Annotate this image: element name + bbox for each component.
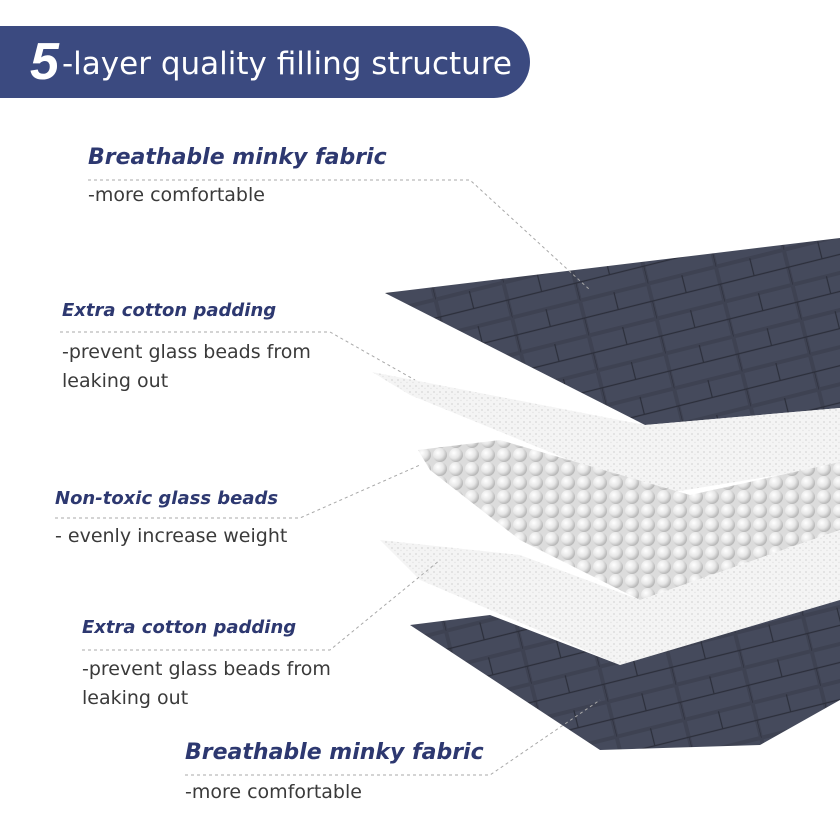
layer-4-desc-line-1: -prevent glass beads from [82,658,331,680]
layer-1-title: Breathable minky fabric [88,145,387,170]
leader-line-3 [55,464,421,519]
leader-line-2 [60,331,416,381]
glass-beads-layer [418,440,840,600]
layer-5-title: Breathable minky fabric [185,740,484,765]
layer-1-desc-line-1: -more comfortable [88,184,265,206]
layer-4-desc: -prevent glass beads from leaking out [82,655,331,713]
header-banner: 5 -layer quality filling structure [0,26,530,98]
layer-5-desc-line-1: -more comfortable [185,781,362,803]
layer-2-desc-line-2: leaking out [62,370,169,392]
leader-line-4 [82,559,441,651]
leader-line-1 [88,179,591,291]
layer-3-title: Non-toxic glass beads [55,488,279,509]
layer-4-title: Extra cotton padding [82,617,297,638]
layer-3-desc-line-1: - evenly increase weight [55,525,288,547]
layer-1-desc: -more comfortable [88,181,265,210]
bottom-fabric-layer [410,600,840,750]
lower-cotton-layer [380,530,840,665]
layer-3-desc: - evenly increase weight [55,522,287,551]
header-number: 5 [30,33,59,91]
layer-2-title: Extra cotton padding [62,300,277,321]
layer-5-desc: -more comfortable [185,778,362,807]
top-fabric-layer [385,238,840,425]
layer-2-desc: -prevent glass beads from leaking out [62,338,311,396]
layer-4-desc-line-2: leaking out [82,687,189,709]
layer-2-desc-line-1: -prevent glass beads from [62,341,311,363]
upper-cotton-layer [372,372,840,495]
header-title: -layer quality filling structure [62,46,512,82]
